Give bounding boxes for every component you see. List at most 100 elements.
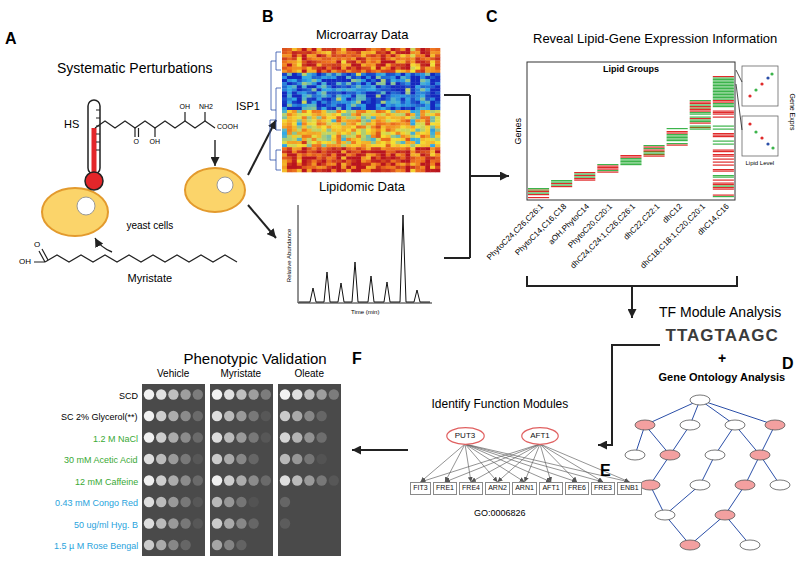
heatmap-cell <box>317 169 322 172</box>
association-line <box>713 100 734 101</box>
heatmap-cell <box>307 129 312 132</box>
heatmap-cell <box>376 160 381 163</box>
heatmap-cell <box>326 144 331 147</box>
heatmap-cell <box>307 153 312 156</box>
heatmap-cell <box>302 163 307 166</box>
yeast-spot <box>329 389 339 399</box>
heatmap-cell <box>425 119 430 122</box>
heatmap-cell <box>302 57 307 60</box>
heatmap-cell <box>307 51 312 54</box>
heatmap-cell <box>351 157 356 160</box>
association-line <box>690 121 711 122</box>
yeast-spot <box>224 389 234 399</box>
heatmap-cell <box>287 107 292 110</box>
heatmap-cell <box>326 122 331 125</box>
heatmap-cell <box>317 88 322 91</box>
heatmap-cell <box>410 51 415 54</box>
yeast-spot <box>280 432 290 442</box>
association-line <box>690 109 711 110</box>
condition-label: ISP1 <box>236 100 260 113</box>
scatter-dots <box>748 72 774 149</box>
heatmap-cell <box>425 126 430 129</box>
heatmap-cell <box>366 48 371 51</box>
go-term-node <box>740 540 760 550</box>
heatmap-cell <box>317 95 322 98</box>
go-term: GO:0006826 <box>474 508 526 518</box>
heatmap-cell <box>292 126 297 129</box>
heatmap-cell <box>322 153 327 156</box>
heatmap-cell <box>361 85 366 88</box>
heatmap-cell <box>391 113 396 116</box>
heatmap-cell <box>282 141 287 144</box>
yeast-spot <box>168 389 178 399</box>
heatmap-cell <box>312 70 317 73</box>
heatmap-cell <box>346 126 351 129</box>
heatmap-cell <box>331 169 336 172</box>
heatmap-cell <box>391 60 396 63</box>
heatmap-cell <box>361 51 366 54</box>
heatmap-cell <box>356 129 361 132</box>
heatmap-cell <box>405 88 410 91</box>
heatmap-cell <box>401 57 406 60</box>
heatmap-cell <box>376 73 381 76</box>
zoom-lines <box>736 70 742 130</box>
heatmap-cell <box>341 141 346 144</box>
association-line <box>551 180 572 181</box>
heatmap-cell <box>391 166 396 169</box>
heatmap-cell <box>346 95 351 98</box>
heatmap-cell <box>381 126 386 129</box>
heatmap-cell <box>430 60 435 63</box>
heatmap-cell <box>292 150 297 153</box>
heatmap-cell <box>336 157 341 160</box>
yeast-spot <box>280 389 290 399</box>
heatmap-cell <box>435 129 440 132</box>
heatmap-cell <box>351 73 356 76</box>
heatmap-cell <box>415 95 420 98</box>
yeast-spot <box>180 518 190 528</box>
heatmap-cell <box>312 60 317 63</box>
heatmap-cell <box>415 88 420 91</box>
heatmap-cell <box>341 157 346 160</box>
isp1-bonds <box>135 112 205 137</box>
heatmap-cell <box>435 64 440 67</box>
association-line <box>551 185 572 186</box>
heatmap-cell <box>435 67 440 70</box>
heatmap-cell <box>410 98 415 101</box>
heatmap-cell <box>361 79 366 82</box>
heatmap-cell <box>282 153 287 156</box>
heatmap-cell <box>287 116 292 119</box>
heatmap-cell <box>366 82 371 85</box>
heatmap-cell <box>336 119 341 122</box>
heatmap-cell <box>376 166 381 169</box>
heatmap-cell <box>371 57 376 60</box>
heatmap-cell <box>326 166 331 169</box>
heatmap-cell <box>381 135 386 138</box>
heatmap-cell <box>381 147 386 150</box>
heatmap-cell <box>366 138 371 141</box>
heatmap-cell <box>371 141 376 144</box>
heatmap-cell <box>401 67 406 70</box>
heatmap-cell <box>386 88 391 91</box>
heatmap-cell <box>302 51 307 54</box>
yeast-spot <box>224 540 234 550</box>
heatmap-cell <box>336 138 341 141</box>
heatmap-cell <box>302 126 307 129</box>
heatmap-cell <box>415 98 420 101</box>
association-line <box>713 76 734 77</box>
association-line <box>713 133 734 134</box>
heatmap-cell <box>420 153 425 156</box>
heatmap-cell <box>282 70 287 73</box>
heatmap-cell <box>341 91 346 94</box>
heatmap-cell <box>287 82 292 85</box>
heatmap-cell <box>326 169 331 172</box>
association-line <box>713 97 734 98</box>
heatmap-cell <box>356 138 361 141</box>
heatmap-cell <box>366 132 371 135</box>
heatmap-cell <box>371 95 376 98</box>
association-line <box>713 186 734 187</box>
heatmap-cell <box>361 95 366 98</box>
heatmap-cell <box>391 135 396 138</box>
heatmap-cell <box>341 54 346 57</box>
heatmap-cell <box>361 157 366 160</box>
heatmap-cell <box>302 119 307 122</box>
